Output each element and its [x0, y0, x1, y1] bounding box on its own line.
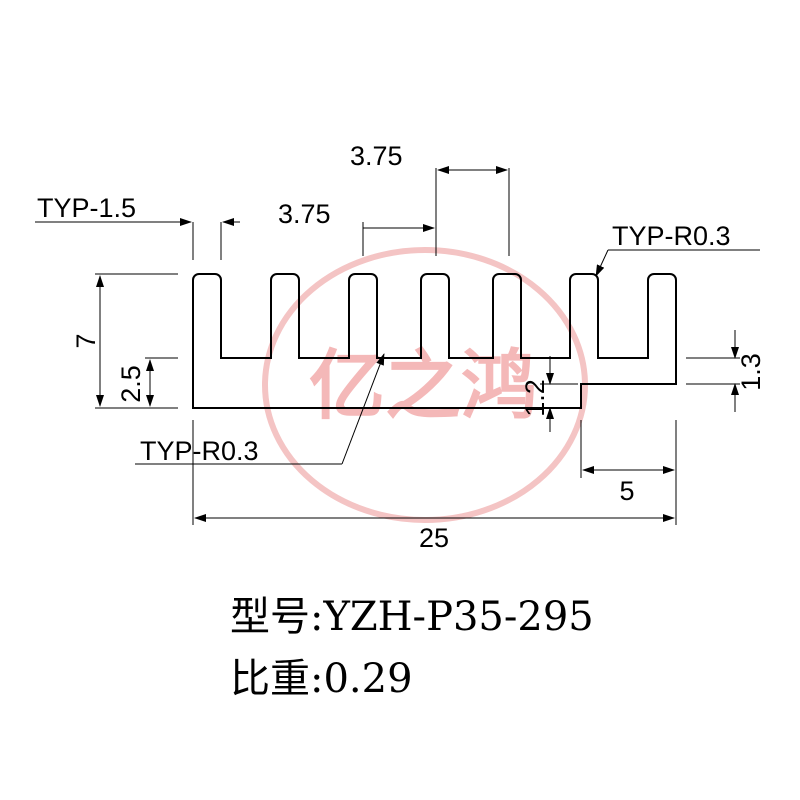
- typ-radius-top-label: TYP-R0.3: [612, 221, 731, 251]
- total-width-label: 25: [419, 523, 449, 553]
- total-height-label: 7: [71, 333, 101, 348]
- model-number: 型号:YZH-P35-295: [230, 594, 594, 640]
- dimension-labels: TYP-1.5 3.75 3.75 TYP-R0.3 TYP-R0.3 7 2.…: [37, 141, 766, 553]
- density-value: 比重:0.29: [230, 656, 413, 702]
- step-width-label: 5: [619, 476, 634, 506]
- heatsink-profile: [192, 273, 677, 409]
- dimension-lines: [35, 166, 760, 522]
- typ-radius-bottom-label: TYP-R0.3: [140, 436, 259, 466]
- right-base-label: 1.3: [736, 353, 766, 391]
- step-height-label: 1.2: [520, 379, 550, 417]
- pitch-mid-label: 3.75: [278, 199, 331, 229]
- base-height-label: 2.5: [116, 365, 146, 403]
- watermark-text: 亿之鸿: [309, 341, 537, 430]
- pitch-top-label: 3.75: [350, 141, 403, 171]
- typ-thickness-label: TYP-1.5: [37, 193, 136, 223]
